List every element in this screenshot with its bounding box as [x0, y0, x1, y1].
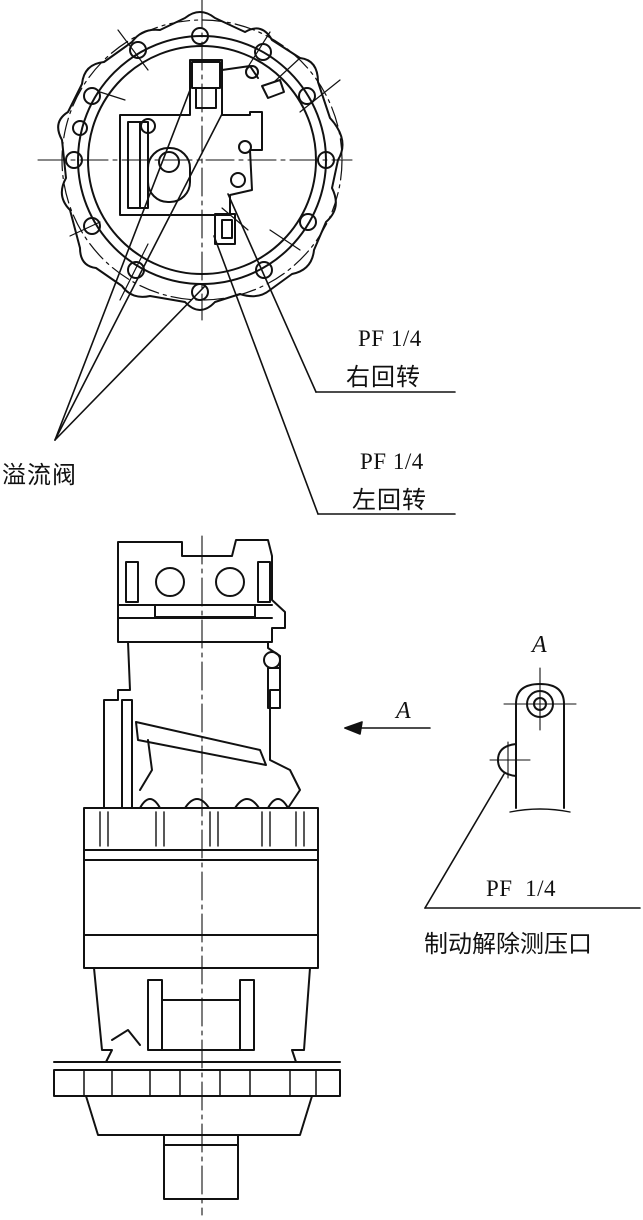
- bolt-hole: [83, 217, 101, 235]
- bolt-hole: [299, 213, 317, 231]
- flange-outline: [57, 11, 344, 311]
- top-view: [37, 0, 353, 321]
- view-arrow-label: A: [396, 698, 411, 724]
- bolt-hole: [129, 41, 147, 59]
- bolt-hole: [255, 261, 273, 279]
- bolt-hole: [298, 87, 316, 105]
- bolt-hole: [127, 261, 145, 279]
- brake-release-label: 制动解除测压口: [424, 930, 592, 958]
- detail-a: [424, 667, 641, 909]
- detail-view-label: A: [532, 632, 547, 658]
- left-rotation-port-label: PF 1/4: [360, 449, 424, 474]
- bolt-holes: [65, 27, 335, 301]
- view-arrow: [344, 721, 431, 735]
- right-rotation-port-label: PF 1/4: [358, 326, 422, 351]
- relief-valve-label: 溢流阀: [2, 461, 77, 489]
- side-view: [53, 535, 341, 1216]
- bolt-hole: [83, 87, 101, 105]
- top-leaders: [54, 89, 456, 515]
- right-rotation-label: 右回转: [346, 363, 421, 391]
- radial-marks: [69, 29, 341, 301]
- left-rotation-label: 左回转: [352, 486, 427, 514]
- bolt-hole: [72, 120, 88, 136]
- brake-port-label: PF 1/4: [486, 876, 556, 901]
- bolt-hole: [191, 27, 209, 45]
- top-centerlines: [37, 0, 353, 321]
- bolt-hole: [191, 283, 209, 301]
- bolt-hole: [245, 65, 259, 79]
